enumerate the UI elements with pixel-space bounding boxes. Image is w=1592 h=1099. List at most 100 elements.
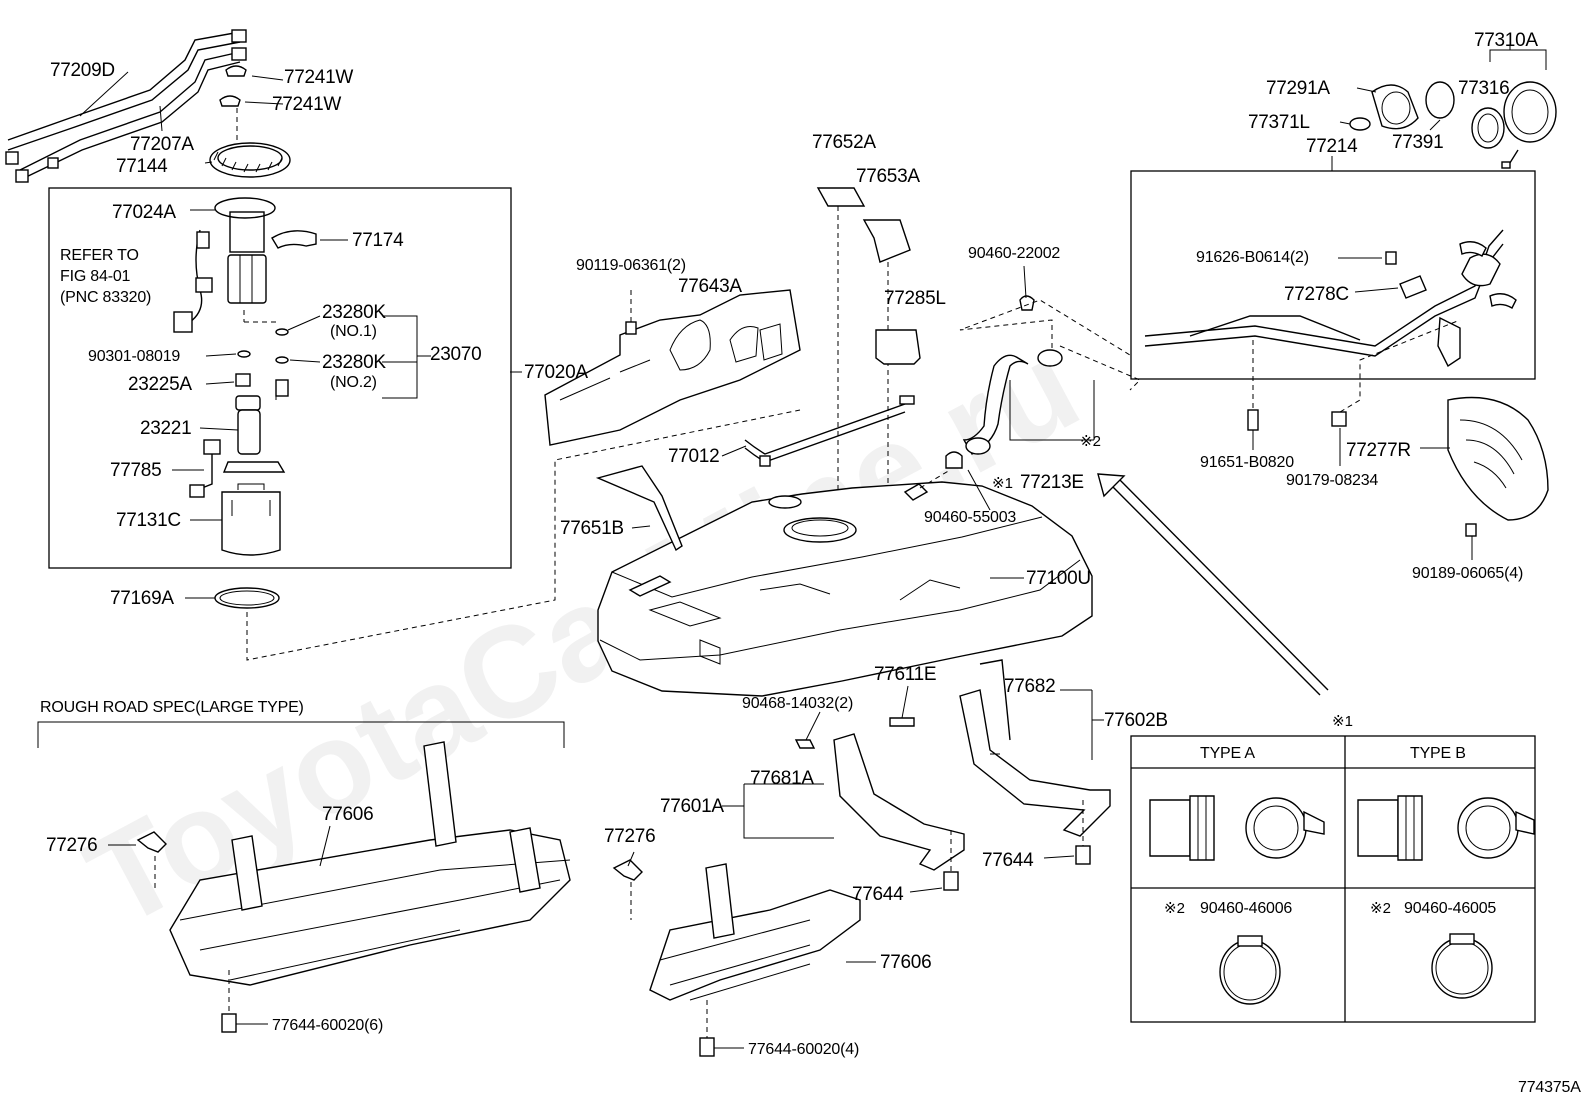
label-77644-b: 77644 xyxy=(982,850,1034,871)
label-90179: 90179-08234 xyxy=(1286,472,1378,489)
clip-77241w-upper xyxy=(225,65,247,77)
type-detail-box xyxy=(1130,735,1536,1023)
label-77391: 77391 xyxy=(1392,132,1443,153)
note-mark-2-a: ※2 xyxy=(1080,433,1101,450)
refer-line-1: REFER TO xyxy=(60,247,139,264)
o-ring-23280k-no2 xyxy=(275,356,289,364)
clamp-77278c xyxy=(1399,275,1427,299)
label-77277r: 77277R xyxy=(1346,440,1411,461)
label-90468: 90468-14032(2) xyxy=(742,695,853,712)
label-77681a: 77681A xyxy=(750,768,814,789)
o-ring-23280k-no1 xyxy=(275,328,289,336)
bolt-90189 xyxy=(1465,523,1477,537)
label-77278c: 77278C xyxy=(1284,284,1349,305)
label-77785: 77785 xyxy=(110,460,161,481)
label-77644-60020-6: 77644-60020(6) xyxy=(272,1017,383,1034)
callout-arrow xyxy=(1097,473,1329,696)
label-no2: (NO.2) xyxy=(330,374,377,391)
insulator-77652a xyxy=(816,187,866,207)
pump-assembly-box xyxy=(48,187,512,569)
cushion-77285l xyxy=(875,329,921,365)
label-77644-a: 77644 xyxy=(852,884,904,905)
band-77681a xyxy=(833,733,965,871)
label-23225a: 23225A xyxy=(128,374,192,395)
bolt-91626 xyxy=(1385,251,1397,265)
clamp-90460-46006 xyxy=(1219,935,1281,1005)
note-mark-2-c: ※2 xyxy=(1370,900,1391,917)
filler-pipe-box xyxy=(1130,170,1536,380)
type-b-connector xyxy=(1357,795,1535,861)
protector-77277r xyxy=(1447,396,1549,521)
label-90460-22002: 90460-22002 xyxy=(968,245,1060,262)
type-a-heading: TYPE A xyxy=(1200,745,1255,762)
label-77131c: 77131C xyxy=(116,510,181,531)
label-90460-55003: 90460-55003 xyxy=(924,509,1016,526)
clamp-90460-22002 xyxy=(1019,295,1035,311)
band-77651b xyxy=(595,465,683,552)
label-91626: 91626-B0614(2) xyxy=(1196,249,1309,266)
label-77207a: 77207A xyxy=(130,134,194,155)
label-77652a: 77652A xyxy=(812,132,876,153)
clip-77241w-lower xyxy=(219,95,241,107)
label-90119: 90119-06361(2) xyxy=(576,257,686,274)
label-77643a: 77643A xyxy=(678,276,742,297)
label-77209d: 77209D xyxy=(50,60,115,81)
label-77020a: 77020A xyxy=(524,362,588,383)
retaining-ring-77144 xyxy=(209,142,291,178)
type-a-connector xyxy=(1149,795,1325,861)
o-ring-90301 xyxy=(237,350,251,358)
label-77024a: 77024A xyxy=(112,202,176,223)
label-91651: 91651-B0820 xyxy=(1200,454,1294,471)
label-77371l: 77371L xyxy=(1248,112,1310,133)
heat-insulator-77643a xyxy=(544,289,801,446)
label-90301: 90301-08019 xyxy=(88,348,180,365)
wire-harness-77785 xyxy=(189,439,221,498)
bolt-90119 xyxy=(625,321,637,335)
label-77276-b: 77276 xyxy=(604,826,655,847)
label-77316: 77316 xyxy=(1458,78,1509,99)
label-23280k-1: 23280K xyxy=(322,302,386,323)
label-77310a: 77310A xyxy=(1474,30,1538,51)
label-77602b: 77602B xyxy=(1104,710,1168,731)
gasket-77391 xyxy=(1425,81,1455,119)
label-77611e: 77611E xyxy=(874,664,936,685)
rough-road-bracket xyxy=(37,721,565,748)
bracket-77174 xyxy=(271,230,317,249)
label-77606-a: 77606 xyxy=(322,804,373,825)
nut-90179 xyxy=(1331,411,1347,427)
fuel-tube-assembly xyxy=(5,29,247,183)
label-77100u: 77100U xyxy=(1026,568,1091,589)
bolt-77644-a xyxy=(943,871,959,891)
label-23280k-2: 23280K xyxy=(322,352,386,373)
label-90189: 90189-06065(4) xyxy=(1412,565,1523,582)
fuel-tank-77100u xyxy=(597,481,1093,697)
label-77682: 77682 xyxy=(1004,676,1055,697)
insulator-77653a xyxy=(862,219,911,263)
label-77144: 77144 xyxy=(116,156,168,177)
bolt-91651 xyxy=(1247,409,1259,431)
cushion-23225a xyxy=(235,373,251,387)
band-77682 xyxy=(959,659,1111,837)
o-ring-77371l xyxy=(1349,117,1371,131)
label-77601a: 77601A xyxy=(660,796,724,817)
bracket-upper xyxy=(1459,241,1487,257)
ring-77316 xyxy=(1471,107,1505,149)
label-77285l: 77285L xyxy=(884,288,946,309)
bolt-77644-60020-6 xyxy=(221,1013,237,1033)
bolt-77644-b xyxy=(1075,845,1091,865)
label-77651b: 77651B xyxy=(560,518,624,539)
refer-line-3: (PNC 83320) xyxy=(60,289,151,306)
bracket-right xyxy=(1489,293,1517,309)
label-77012: 77012 xyxy=(668,446,719,467)
label-77241w-a: 77241W xyxy=(284,67,353,88)
label-90460-46006: 90460-46006 xyxy=(1200,900,1292,917)
label-90460-46005: 90460-46005 xyxy=(1404,900,1496,917)
bolt-77611e xyxy=(889,717,915,727)
skid-plate-77606-large xyxy=(169,741,571,986)
note-mark-1-a: ※1 xyxy=(992,475,1013,492)
fuel-pump-module xyxy=(173,197,276,333)
clip-90468 xyxy=(794,739,816,749)
bolt-77644-60020-4 xyxy=(699,1037,715,1057)
note-mark-2-b: ※2 xyxy=(1164,900,1185,917)
